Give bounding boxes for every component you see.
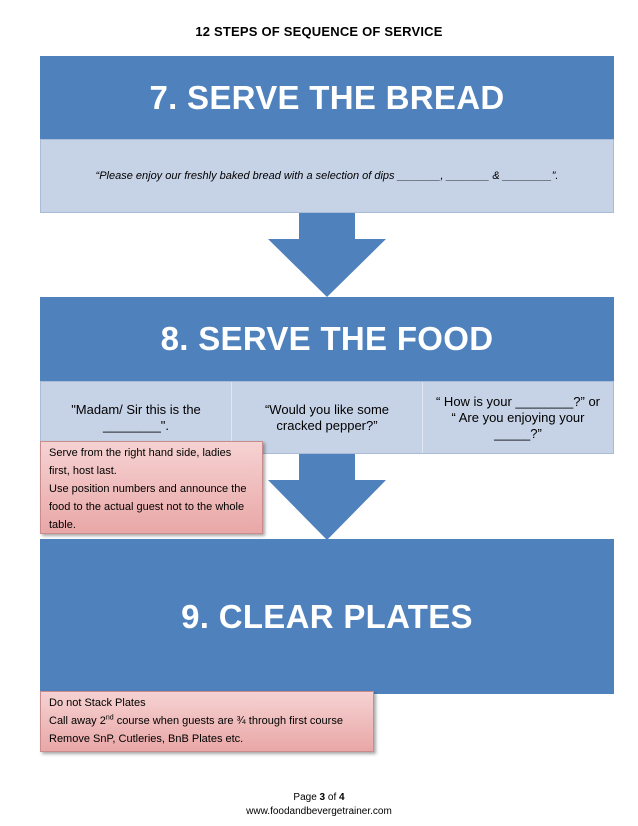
page-total: 4 — [339, 792, 345, 803]
step-8-service-note: Serve from the right hand side, ladies f… — [40, 441, 263, 534]
down-arrow-icon — [268, 213, 386, 297]
step-8-phrase-3: “ How is your ________?” or “ Are you en… — [435, 393, 601, 441]
document-title: 12 STEPS OF SEQUENCE OF SERVICE — [195, 24, 443, 39]
page-number: Page 3 of 4 — [0, 792, 638, 803]
down-arrow-icon — [268, 454, 386, 540]
page-label: Page — [293, 792, 320, 803]
note-line: Use position numbers and announce the fo… — [49, 483, 247, 531]
step-8-heading: 8. SERVE THE FOOD — [40, 297, 614, 381]
note-line: Do not Stack Plates — [49, 697, 146, 709]
note-superscript: nd — [105, 714, 114, 722]
note-text: course when guests are ¾ through first c… — [113, 715, 343, 727]
note-text: Call away 2 — [49, 715, 106, 727]
footer-url: www.foodandbevergetrainer.com — [246, 806, 392, 817]
note-line: Remove SnP, Cutleries, BnB Plates etc. — [49, 733, 244, 745]
step-8-phrase-cell: “Would you like some cracked pepper?” — [232, 382, 423, 453]
step-8-phrase-2: “Would you like some cracked pepper?” — [264, 401, 390, 433]
step-7-quote: “Please enjoy our freshly baked bread wi… — [95, 170, 559, 182]
step-9-heading: 9. CLEAR PLATES — [40, 539, 614, 694]
step-8-phrase-cell: “ How is your ________?” or “ Are you en… — [423, 382, 613, 453]
note-line: Call away 2nd course when guests are ¾ t… — [49, 712, 365, 730]
page-of: of — [325, 792, 340, 803]
step-7-quote-bar: “Please enjoy our freshly baked bread wi… — [40, 139, 614, 213]
step-7-heading: 7. SERVE THE BREAD — [40, 56, 614, 139]
step-9-service-note: Do not Stack Plates Call away 2nd course… — [40, 691, 374, 752]
note-line: Serve from the right hand side, ladies f… — [49, 447, 232, 477]
step-8-phrase-1: "Madam/ Sir this is the ________". — [71, 401, 201, 433]
step-8-phrase-cell: "Madam/ Sir this is the ________". — [41, 382, 232, 453]
page-current: 3 — [319, 792, 326, 803]
